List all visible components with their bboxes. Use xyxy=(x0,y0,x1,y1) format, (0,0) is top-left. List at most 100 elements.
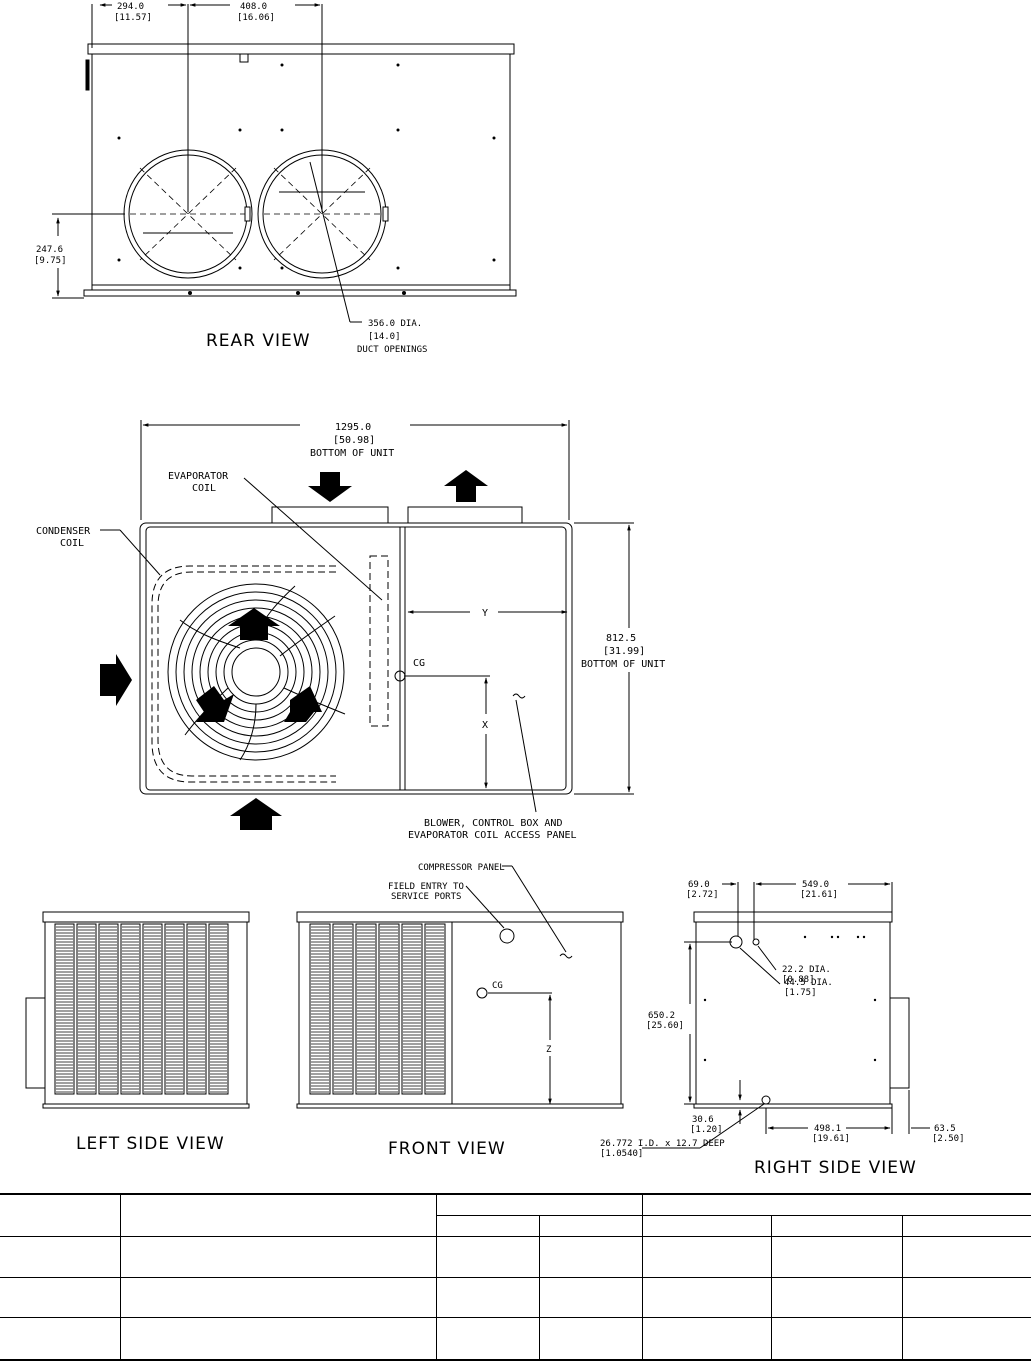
table-cell xyxy=(770,1317,902,1362)
front-z: Z xyxy=(546,1045,552,1055)
louver-panel xyxy=(98,923,119,1095)
louver-panel xyxy=(164,923,185,1095)
table-cell xyxy=(119,1317,436,1362)
louver-panel xyxy=(378,923,400,1095)
table-row xyxy=(0,1317,1031,1362)
right-d222: 22.2 DIA. xyxy=(782,965,831,975)
louver-panel xyxy=(208,923,229,1095)
left-side-view xyxy=(25,911,250,1109)
rear-dim-left-in: [11.57] xyxy=(114,13,152,23)
rear-dim-left: 294.0 xyxy=(117,2,144,12)
louver-panel xyxy=(76,923,97,1095)
right-d69-in: [2.72] xyxy=(686,890,719,900)
louver-panel xyxy=(54,923,75,1095)
table-cell xyxy=(119,1277,436,1319)
rear-dim-height-in: [9.75] xyxy=(34,256,67,266)
louver-panel xyxy=(401,923,423,1095)
louver-panel xyxy=(186,923,207,1095)
table-cell xyxy=(538,1317,642,1362)
top-depth-in: [31.99] xyxy=(603,646,645,657)
right-d306-in: [1.20] xyxy=(690,1125,723,1135)
table-cell xyxy=(435,1277,539,1319)
right-d445-in: [1.75] xyxy=(784,988,817,998)
rear-dim-right-in: [16.06] xyxy=(237,13,275,23)
table-cell xyxy=(119,1236,436,1278)
table-cell xyxy=(770,1277,902,1319)
table-cell xyxy=(901,1277,1031,1319)
table-cell xyxy=(538,1277,642,1319)
top-view xyxy=(100,420,634,813)
right-d306: 30.6 xyxy=(692,1115,714,1125)
cond-label-2: COIL xyxy=(60,538,84,549)
right-d650: 650.2 xyxy=(648,1011,675,1021)
table-cell xyxy=(119,1193,436,1238)
duct-dia-in: [14.0] xyxy=(368,332,401,342)
access-label-2: EVAPORATOR COIL ACCESS PANEL xyxy=(408,830,577,841)
front-view-title: FRONT VIEW xyxy=(388,1139,506,1159)
table-cell xyxy=(0,1317,120,1362)
top-cg: CG xyxy=(413,658,425,669)
top-width: 1295.0 xyxy=(335,422,371,433)
table-cell xyxy=(0,1236,120,1278)
right-side-view xyxy=(642,882,930,1149)
right-d549: 549.0 xyxy=(802,880,829,890)
table-cell xyxy=(770,1215,902,1238)
table-cell xyxy=(641,1317,771,1362)
right-d445-label: 44.5 DIA. xyxy=(784,978,833,988)
louver-panel xyxy=(142,923,163,1095)
front-view xyxy=(296,865,624,1109)
table-cell xyxy=(901,1317,1031,1362)
access-label-1: BLOWER, CONTROL BOX AND xyxy=(424,818,562,829)
right-d498-in: [19.61] xyxy=(812,1134,850,1144)
louver-panel xyxy=(424,923,446,1095)
table-row xyxy=(0,1236,1031,1278)
technical-drawing: 294.0 [11.57] 408.0 [16.06] 247.6 [9.75]… xyxy=(25,2,965,1178)
table-cell xyxy=(435,1193,642,1217)
top-width-note: BOTTOM OF UNIT xyxy=(310,448,394,459)
compressor-label: COMPRESSOR PANEL xyxy=(418,863,505,873)
duct-dia: 356.0 DIA. xyxy=(368,319,422,329)
louver-panel xyxy=(309,923,331,1095)
table-cell xyxy=(0,1193,120,1238)
table-cell xyxy=(435,1236,539,1278)
table-header-row xyxy=(0,1193,1031,1238)
right-drain-in: [1.0540] xyxy=(600,1149,643,1159)
rear-view xyxy=(52,3,517,323)
dimension-table xyxy=(0,1193,1031,1362)
rear-dim-height: 247.6 xyxy=(36,245,63,255)
table-cell xyxy=(435,1317,539,1362)
field-entry-1: FIELD ENTRY TO xyxy=(388,882,464,892)
duct-label: DUCT OPENINGS xyxy=(357,345,427,355)
louver-panel xyxy=(120,923,141,1095)
right-d69: 69.0 xyxy=(688,880,710,890)
table-cell xyxy=(538,1215,642,1238)
right-d650-in: [25.60] xyxy=(646,1021,684,1031)
top-width-in: [50.98] xyxy=(333,435,375,446)
right-d635-in: [2.50] xyxy=(932,1134,965,1144)
table-cell xyxy=(641,1277,771,1319)
table-cell xyxy=(901,1215,1031,1238)
table-cell xyxy=(435,1215,539,1238)
right-d498: 498.1 xyxy=(814,1124,841,1134)
top-depth-note: BOTTOM OF UNIT xyxy=(581,659,665,670)
evap-label-1: EVAPORATOR xyxy=(168,471,229,482)
top-y: Y xyxy=(482,608,488,619)
table-cell xyxy=(641,1215,771,1238)
right-view-title: RIGHT SIDE VIEW xyxy=(754,1158,917,1178)
rear-dim-right: 408.0 xyxy=(240,2,267,12)
table-cell xyxy=(538,1236,642,1278)
table-cell xyxy=(0,1277,120,1319)
table-cell xyxy=(770,1236,902,1278)
right-d222-in: [0.88] xyxy=(782,975,815,985)
table-subheader-row xyxy=(0,1215,1031,1238)
left-view-title: LEFT SIDE VIEW xyxy=(76,1134,225,1154)
evap-label-2: COIL xyxy=(192,483,216,494)
table-cell xyxy=(901,1236,1031,1278)
airflow-arrows xyxy=(100,470,488,830)
table-cell xyxy=(641,1193,1031,1217)
rear-view-title: REAR VIEW xyxy=(206,331,311,351)
top-depth: 812.5 xyxy=(606,633,636,644)
table-row xyxy=(0,1277,1031,1319)
table-cell xyxy=(641,1236,771,1278)
top-x: X xyxy=(482,720,488,731)
